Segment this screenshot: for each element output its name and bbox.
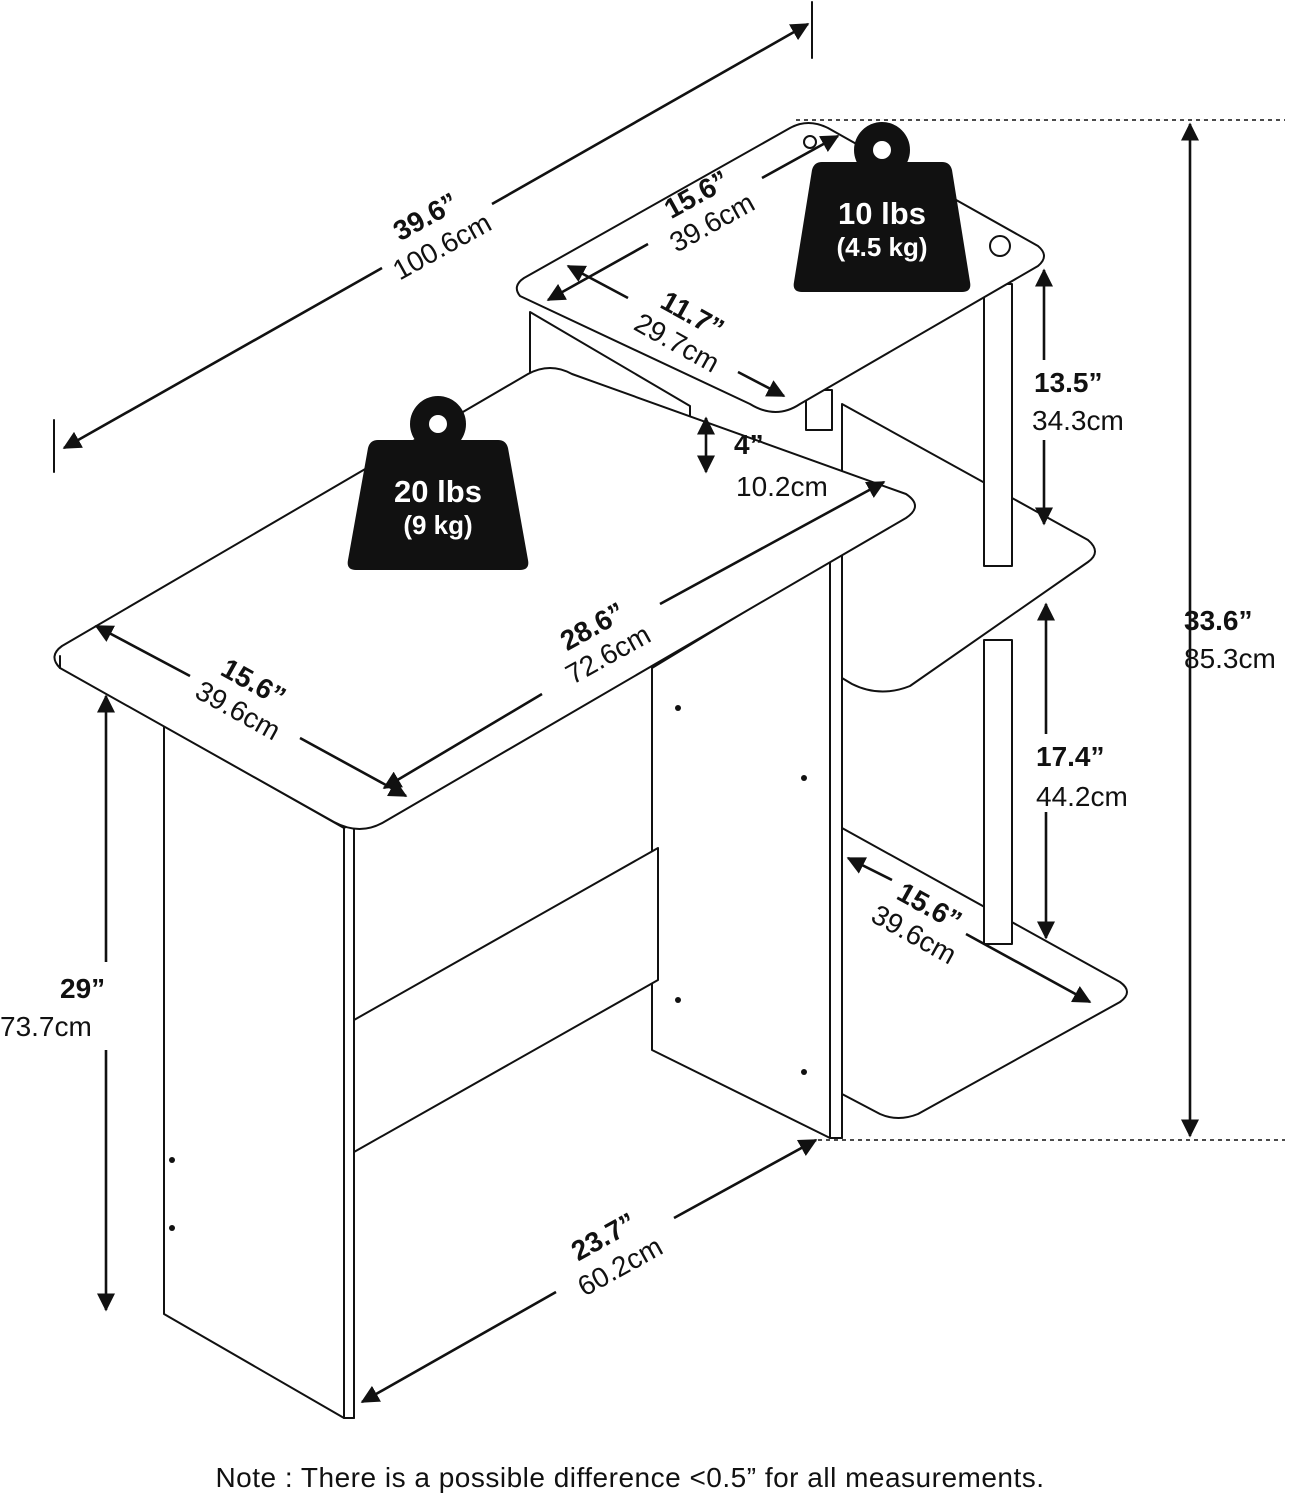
riser-height-imperial: 4” bbox=[734, 429, 764, 460]
desk-front-panel bbox=[353, 847, 659, 1153]
desktop-weight-lbs: 20 lbs bbox=[394, 474, 482, 509]
desk-dimension-diagram: 10 lbs (4.5 kg) 20 lbs (9 kg) 39.6” 100.… bbox=[0, 1, 1285, 1419]
shelf-post-front bbox=[983, 283, 1013, 567]
top-shelf-weight-kg: (4.5 kg) bbox=[836, 232, 927, 262]
desk-illustration bbox=[53, 122, 1128, 1419]
overall-height-imperial: 33.6” bbox=[1184, 605, 1253, 636]
lower-gap-imperial: 17.4” bbox=[1036, 741, 1105, 772]
weight-tag-desktop: 20 lbs (9 kg) bbox=[347, 396, 529, 570]
desk-top bbox=[53, 367, 916, 830]
desktop-weight-kg: (9 kg) bbox=[403, 510, 472, 540]
middle-shelf bbox=[841, 403, 1096, 693]
desk-height-imperial: 29” bbox=[60, 973, 105, 1004]
bottom-shelf bbox=[841, 827, 1128, 1119]
upper-gap-metric: 34.3cm bbox=[1032, 405, 1124, 436]
lower-gap-metric: 44.2cm bbox=[1036, 781, 1128, 812]
desk-height-metric: 73.7cm bbox=[0, 1011, 92, 1042]
upper-gap-imperial: 13.5” bbox=[1034, 367, 1103, 398]
riser-height-metric: 10.2cm bbox=[736, 471, 828, 502]
dimension-lines bbox=[53, 1, 1285, 1404]
weight-tag-top-shelf: 10 lbs (4.5 kg) bbox=[793, 122, 971, 292]
top-shelf-weight-lbs: 10 lbs bbox=[838, 196, 926, 231]
shelf-post-front-lower bbox=[983, 639, 1013, 945]
overall-height-metric: 85.3cm bbox=[1184, 643, 1276, 674]
desk-left-side-panel bbox=[163, 725, 345, 1419]
measurement-note: Note : There is a possible difference <0… bbox=[215, 1462, 1045, 1493]
